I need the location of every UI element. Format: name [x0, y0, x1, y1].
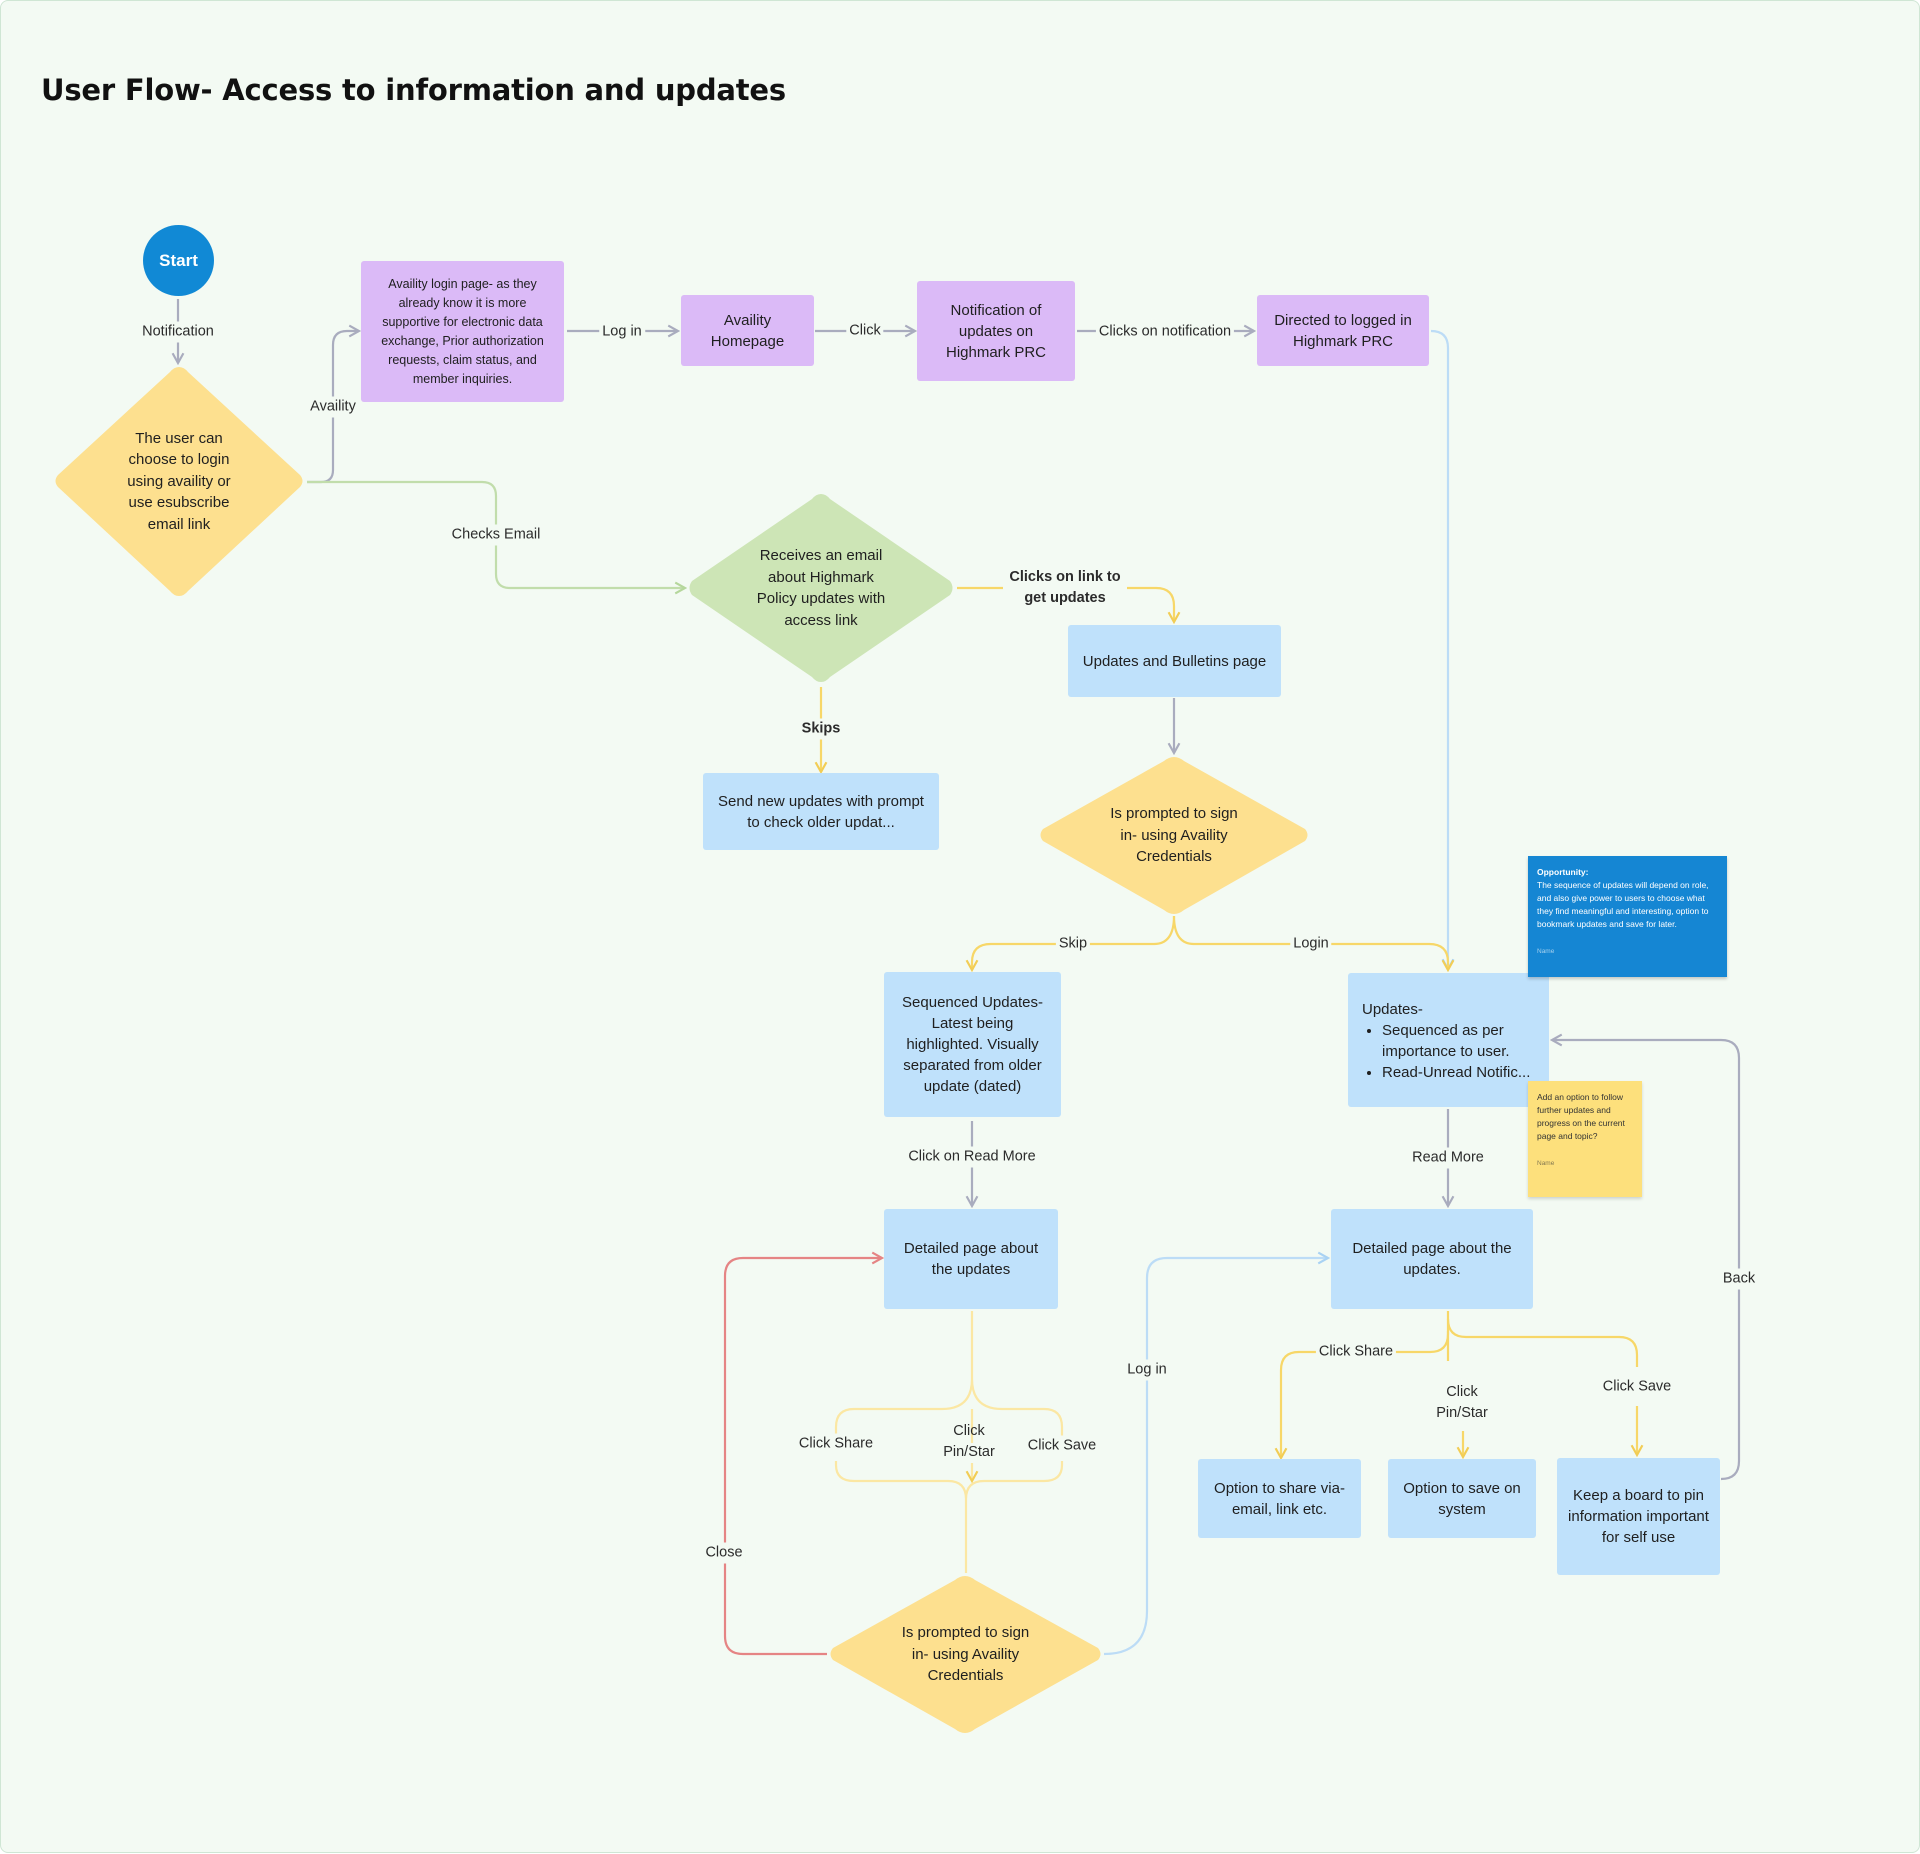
- updates-bullet: Read-Unread Notific...: [1382, 1062, 1537, 1083]
- availity-homepage-node: Availity Homepage: [681, 295, 814, 366]
- edge-label-click-save-left: Click Save: [1024, 1435, 1100, 1457]
- follow-note-text: Add an option to follow further updates …: [1537, 1092, 1625, 1141]
- edge-directed-updates: [1430, 329, 1448, 969]
- edge-label-notification: Notification: [139, 321, 217, 343]
- edge-login-detailed-right: [1103, 1258, 1328, 1656]
- choice-decision: The user can choose to login using avail…: [51, 363, 307, 600]
- diamond-shape: [689, 494, 953, 682]
- edge-label-click-save-right: Click Save: [1599, 1376, 1675, 1398]
- sequenced-updates-node: Sequenced Updates- Latest being highligh…: [884, 972, 1061, 1117]
- edge-label-click: Click: [846, 320, 884, 342]
- sticky-author: Name: [1537, 1160, 1555, 1167]
- edge-right-branch-pin: [1446, 1331, 1463, 1457]
- edge-label-clicks-on-notification: Clicks on notification: [1095, 321, 1235, 343]
- edge-close: [723, 1258, 882, 1656]
- edge-label-read-more: Read More: [1409, 1147, 1487, 1169]
- option-save-node: Option to save on system: [1388, 1459, 1536, 1538]
- edge-email-bulletins: [957, 586, 1174, 622]
- detailed-page-right-node: Detailed page about the updates.: [1331, 1209, 1533, 1309]
- edge-back: [1552, 1040, 1741, 1481]
- updates-bullet: Sequenced as per importance to user.: [1382, 1020, 1537, 1062]
- updates-bullets: Sequenced as per importance to user. Rea…: [1362, 1020, 1537, 1083]
- diamond-shape: [55, 367, 303, 596]
- prompt-sign-in-text-1: Is prompted to sign in- using Availity C…: [1110, 805, 1238, 866]
- edge-left-branch-in: [834, 1461, 1064, 1573]
- edge-label-checks-email: Checks Email: [448, 524, 544, 546]
- diamond-shape: [1040, 757, 1308, 914]
- detailed-page-left-node: Detailed page about the updates: [884, 1209, 1058, 1309]
- option-share-node: Option to share via- email, link etc.: [1198, 1459, 1361, 1538]
- prompt-sign-in-text-2: Is prompted to sign in- using Availity C…: [901, 1624, 1030, 1685]
- send-new-updates-node: Send new updates with prompt to check ol…: [703, 773, 939, 850]
- diamond-shape: [830, 1576, 1101, 1733]
- edge-label-log-in: Log in: [599, 321, 645, 343]
- opportunity-text: The sequence of updates will depend on r…: [1537, 880, 1709, 929]
- opportunity-sticky-note: Opportunity: The sequence of updates wil…: [1528, 856, 1727, 977]
- edge-label-log-in-2: Log in: [1124, 1359, 1170, 1381]
- choice-text: The user can choose to login using avail…: [127, 429, 231, 533]
- edge-label-skips: Skips: [798, 718, 844, 740]
- edge-prompt-login: [1172, 915, 1448, 970]
- edge-left-branch-out: [834, 1311, 1064, 1443]
- sticky-author: Name: [1537, 948, 1555, 955]
- receives-email-text: Receives an email about Highmark Policy …: [756, 547, 886, 629]
- start-node: Start: [143, 225, 214, 296]
- availity-login-node: Availity login page- as they already kno…: [361, 261, 564, 402]
- updates-heading: Updates-: [1362, 1001, 1423, 1018]
- prompt-sign-in-decision-2: Is prompted to sign in- using Availity C…: [827, 1574, 1104, 1735]
- edge-label-close: Close: [702, 1542, 746, 1564]
- edge-label-click-read-more: Click on Read More: [905, 1146, 1039, 1168]
- edge-label-login: Login: [1290, 933, 1332, 955]
- edge-label-skip: Skip: [1055, 933, 1091, 955]
- page-title: User Flow- Access to information and upd…: [41, 73, 786, 107]
- follow-updates-sticky-note: Add an option to follow further updates …: [1528, 1081, 1642, 1197]
- edge-label-click-pin-right: Click Pin/Star: [1424, 1382, 1500, 1424]
- prompt-sign-in-decision-1: Is prompted to sign in- using Availity C…: [1037, 755, 1311, 916]
- edge-label-click-share-right: Click Share: [1315, 1341, 1397, 1363]
- edge-right-branch-share: [1281, 1311, 1450, 1458]
- edge-label-back: Back: [1719, 1268, 1759, 1290]
- updates-list-node: Updates- Sequenced as per importance to …: [1348, 973, 1549, 1107]
- updates-bulletins-node: Updates and Bulletins page: [1068, 625, 1281, 697]
- edge-label-clicks-on-link: Clicks on link to get updates: [1003, 567, 1127, 609]
- edge-label-click-share-left: Click Share: [795, 1433, 877, 1455]
- edge-label-click-pin-left: Click Pin/Star: [943, 1423, 995, 1460]
- opportunity-title: Opportunity:: [1537, 867, 1589, 877]
- directed-prc-node: Directed to logged in Highmark PRC: [1257, 295, 1429, 366]
- edge-label-availity: Availity: [307, 396, 359, 418]
- edge-right-branch-save: [1446, 1318, 1637, 1455]
- edge-prompt-skip: [972, 915, 1176, 970]
- receives-email-decision: Receives an email about Highmark Policy …: [685, 491, 957, 685]
- notification-updates-node: Notification of updates on Highmark PRC: [917, 281, 1075, 381]
- keep-board-node: Keep a board to pin information importan…: [1557, 1458, 1720, 1575]
